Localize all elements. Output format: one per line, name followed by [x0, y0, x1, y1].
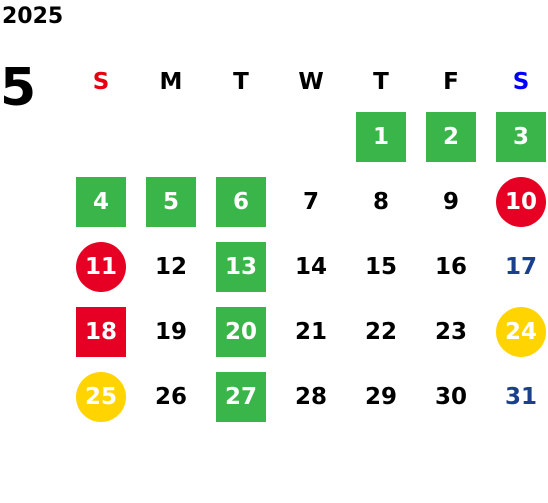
day-number: 7: [302, 188, 319, 215]
calendar-day: 5: [136, 169, 206, 234]
day-number: 2: [426, 111, 476, 162]
calendar-day: 19: [136, 299, 206, 364]
day-number: 1: [356, 111, 406, 162]
calendar-day: 22: [346, 299, 416, 364]
calendar-day: 27: [206, 364, 276, 429]
calendar-day: 1: [346, 104, 416, 169]
month-label: 5: [0, 58, 37, 118]
day-number: 12: [154, 253, 187, 280]
calendar-day: 10: [486, 169, 548, 234]
weekday-wed: W: [298, 69, 324, 95]
day-number: 28: [294, 383, 327, 410]
day-number: 9: [442, 188, 459, 215]
calendar-day: 29: [346, 364, 416, 429]
calendar-day: 6: [206, 169, 276, 234]
calendar-day: 30: [416, 364, 486, 429]
calendar-day: 31: [486, 364, 548, 429]
calendar-day: 7: [276, 169, 346, 234]
calendar-day: 15: [346, 234, 416, 299]
calendar-day: 25: [66, 364, 136, 429]
calendar-day: 26: [136, 364, 206, 429]
day-number: 25: [76, 371, 126, 422]
day-number: 22: [364, 318, 397, 345]
day-number: 15: [364, 253, 397, 280]
day-number: 14: [294, 253, 327, 280]
day-number: 26: [154, 383, 187, 410]
calendar-day: 3: [486, 104, 548, 169]
day-number: 21: [294, 318, 327, 345]
calendar-day-empty: [276, 104, 346, 169]
day-number: 24: [496, 306, 546, 357]
day-number: 4: [76, 176, 126, 227]
calendar-day-empty: [206, 104, 276, 169]
day-number: [76, 112, 126, 162]
day-number: 8: [372, 188, 389, 215]
calendar-day: 16: [416, 234, 486, 299]
day-number: [146, 112, 196, 162]
day-number: 29: [364, 383, 397, 410]
weekday-tue: T: [233, 69, 249, 95]
day-number: 6: [216, 176, 266, 227]
weekday-fri: F: [443, 69, 459, 95]
calendar-day: 13: [206, 234, 276, 299]
weekday-sat: S: [512, 69, 530, 95]
day-number: 17: [504, 253, 537, 280]
weekday-sun: S: [92, 69, 110, 95]
calendar-day: 11: [66, 234, 136, 299]
weekday-thu: T: [373, 69, 389, 95]
day-number: 10: [496, 176, 546, 227]
calendar-day: 23: [416, 299, 486, 364]
calendar-day: 24: [486, 299, 548, 364]
weekday-mon: M: [159, 69, 183, 95]
day-number: 27: [216, 371, 266, 422]
year-label: 2025: [2, 4, 64, 29]
calendar-day: 17: [486, 234, 548, 299]
day-number: 11: [76, 241, 126, 292]
calendar-day: 8: [346, 169, 416, 234]
day-number: 31: [504, 383, 537, 410]
calendar-day: 9: [416, 169, 486, 234]
calendar-day-empty: [136, 104, 206, 169]
day-number: [286, 112, 336, 162]
calendar-day: 20: [206, 299, 276, 364]
day-number: 3: [496, 111, 546, 162]
day-number: 30: [434, 383, 467, 410]
calendar-day: 2: [416, 104, 486, 169]
calendar-day: 28: [276, 364, 346, 429]
calendar-day: 14: [276, 234, 346, 299]
calendar-day: 18: [66, 299, 136, 364]
day-number: 13: [216, 241, 266, 292]
day-number: [216, 112, 266, 162]
day-number: 20: [216, 306, 266, 357]
day-number: 18: [76, 306, 126, 357]
day-number: 23: [434, 318, 467, 345]
calendar-day: 4: [66, 169, 136, 234]
calendar-day: 12: [136, 234, 206, 299]
day-number: 19: [154, 318, 187, 345]
calendar-day-empty: [66, 104, 136, 169]
calendar-day: 21: [276, 299, 346, 364]
day-number: 16: [434, 253, 467, 280]
day-number: 5: [146, 176, 196, 227]
